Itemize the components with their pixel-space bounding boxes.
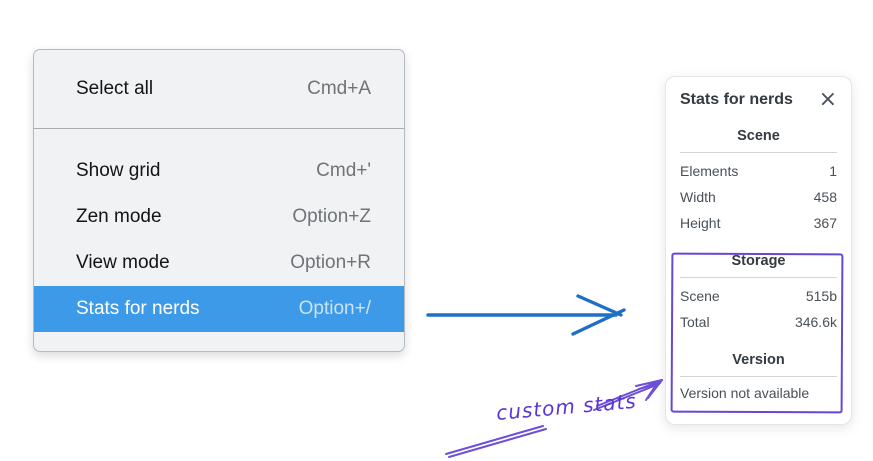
- stat-label: Elements: [680, 163, 739, 179]
- menu-item-shortcut: Cmd+': [316, 160, 371, 181]
- menu-item-select-all[interactable]: Select all Cmd+A: [34, 66, 404, 112]
- section-heading: Version: [732, 352, 785, 368]
- section-heading: Storage: [731, 253, 786, 269]
- menu-item-shortcut: Option+/: [298, 298, 371, 319]
- stat-row-scene: Scene 515b: [680, 283, 837, 309]
- stat-row-height: Height 367: [680, 210, 837, 236]
- section-divider: [680, 152, 837, 153]
- stat-row-width: Width 458: [680, 184, 837, 210]
- stat-label: Width: [680, 189, 716, 205]
- menu-item-label: Stats for nerds: [76, 298, 200, 319]
- stat-label: Height: [680, 215, 721, 231]
- stat-value: 346.6k: [794, 314, 837, 330]
- section-version: Version Version not available: [680, 352, 837, 404]
- menu-group-top: Select all Cmd+A: [34, 50, 404, 128]
- stat-row-elements: Elements 1: [680, 158, 837, 184]
- menu-item-show-grid[interactable]: Show grid Cmd+': [34, 148, 404, 194]
- stat-value: 458: [813, 189, 837, 205]
- menu-item-stats-for-nerds[interactable]: Stats for nerds Option+/: [34, 286, 404, 332]
- menu-item-shortcut: Option+Z: [292, 206, 371, 227]
- menu-to-panel-arrow: [426, 294, 626, 336]
- menu-divider: [34, 128, 404, 129]
- stat-value: 515b: [805, 288, 837, 304]
- context-menu: Select all Cmd+A Show grid Cmd+' Zen mod…: [33, 49, 405, 352]
- menu-item-label: View mode: [76, 252, 170, 273]
- custom-stats-annotation: custom stats: [495, 388, 638, 425]
- stat-label: Total: [680, 314, 710, 330]
- section-divider: [680, 376, 837, 377]
- stats-panel: Stats for nerds × Scene Elements 1 Width…: [665, 76, 852, 425]
- menu-item-shortcut: Cmd+A: [307, 78, 371, 99]
- section-storage: Storage Scene 515b Total 346.6k: [680, 253, 837, 335]
- stat-row-total: Total 346.6k: [680, 309, 837, 335]
- version-note: Version not available: [680, 385, 810, 401]
- menu-item-label: Select all: [76, 78, 154, 99]
- stats-panel-title: Stats for nerds: [680, 91, 793, 108]
- menu-item-label: Zen mode: [76, 206, 162, 227]
- menu-item-label: Show grid: [76, 160, 161, 181]
- stat-label: Scene: [680, 288, 720, 304]
- close-icon[interactable]: ×: [818, 87, 837, 112]
- stat-value: 1: [829, 163, 837, 179]
- menu-item-view-mode[interactable]: View mode Option+R: [34, 240, 404, 286]
- section-divider: [680, 277, 837, 278]
- menu-item-shortcut: Option+R: [290, 252, 371, 273]
- menu-group-bottom: Show grid Cmd+' Zen mode Option+Z View m…: [34, 129, 404, 351]
- stats-panel-header: Stats for nerds ×: [680, 89, 837, 111]
- section-heading: Scene: [737, 128, 780, 144]
- menu-item-zen-mode[interactable]: Zen mode Option+Z: [34, 194, 404, 240]
- section-scene: Scene Elements 1 Width 458 Height 367: [680, 128, 837, 236]
- stat-value: 367: [813, 215, 837, 231]
